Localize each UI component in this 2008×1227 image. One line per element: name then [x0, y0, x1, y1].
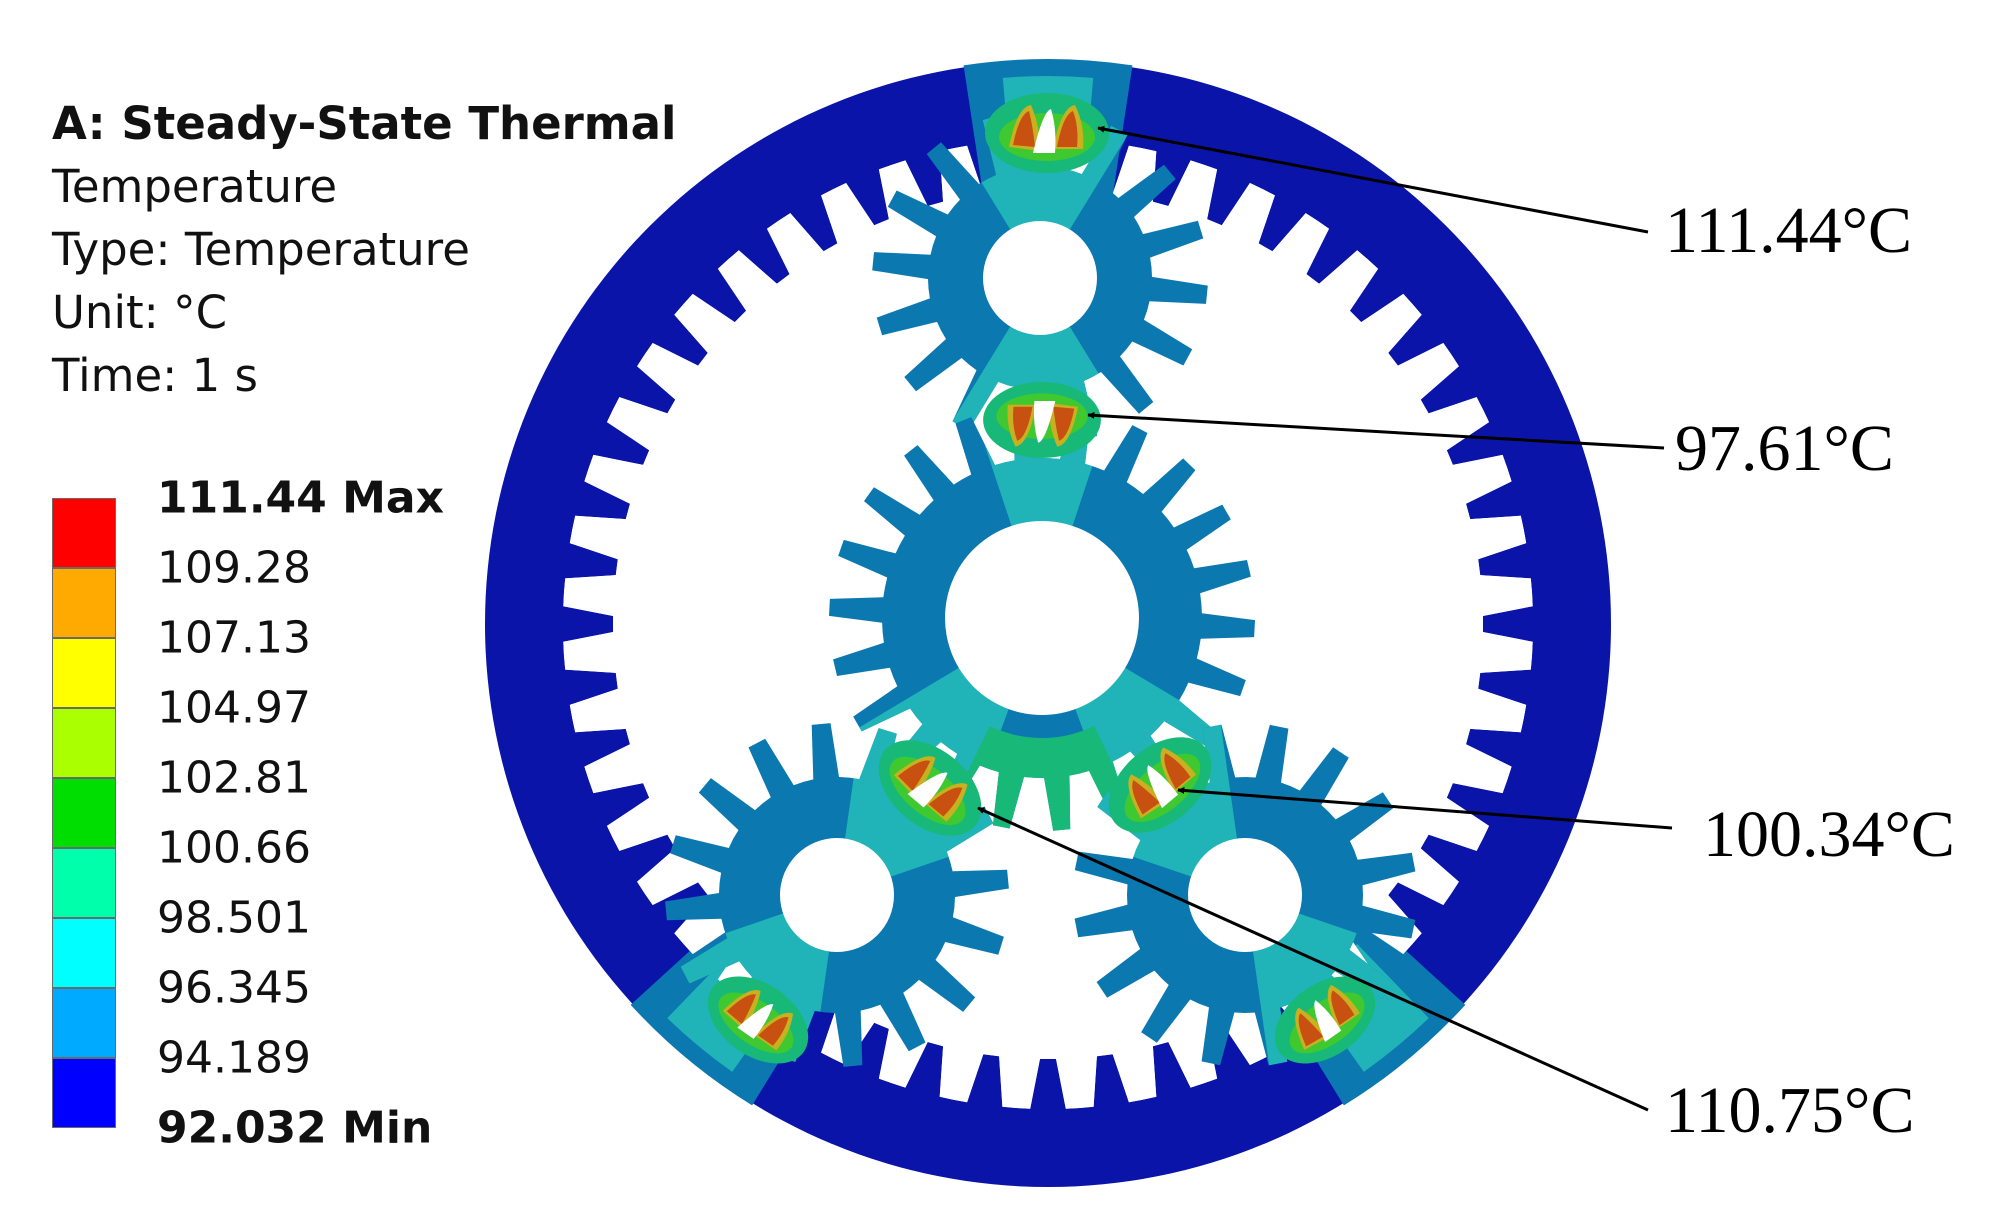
gear-set — [665, 93, 1416, 1067]
legend-swatch — [52, 918, 116, 988]
contact-peak — [1053, 406, 1075, 441]
temperature-callouts: 111.44°C 97.61°C 100.34°C 110.75°C — [977, 125, 1955, 1147]
result-unit: Unit: °C — [52, 286, 227, 339]
callout-leader — [1177, 786, 1673, 830]
contact-gap — [1147, 765, 1179, 809]
callout-label: 110.75°C — [1665, 1074, 1914, 1147]
legend-swatch — [52, 848, 116, 918]
legend-label: 104.97 — [157, 682, 311, 734]
contact-gap — [1314, 1000, 1342, 1042]
legend-label: 98.501 — [157, 892, 311, 944]
contact-peak — [1013, 406, 1033, 441]
result-type: Type: Temperature — [52, 223, 470, 276]
contact-peak — [1132, 779, 1160, 815]
contact-gap — [1033, 401, 1056, 443]
legend-label: 109.28 — [157, 542, 311, 594]
legend-swatch — [52, 778, 116, 848]
legend-swatch — [52, 638, 116, 708]
analysis-title: A: Steady-State Thermal — [52, 97, 677, 150]
legend-label: 92.032 Min — [157, 1102, 433, 1154]
callout-leader — [1087, 411, 1665, 450]
contact-gap — [907, 772, 948, 808]
legend-label: 96.345 — [157, 962, 311, 1014]
callout-label: 111.44°C — [1665, 194, 1912, 267]
result-time: Time: 1 s — [52, 349, 258, 402]
contact-peak — [758, 1017, 789, 1046]
legend-label: 111.44 Max — [157, 472, 444, 524]
contact-hotspot — [1108, 737, 1212, 833]
contact-hotspot — [1274, 976, 1376, 1064]
planet-gear-top-bore — [983, 221, 1097, 335]
legend-swatch — [52, 1058, 116, 1128]
contact-peak — [1298, 1013, 1324, 1047]
sun-gear-bore — [945, 521, 1139, 715]
contact-hotspot — [878, 740, 982, 836]
contact-peak — [726, 994, 757, 1025]
contact-hotspot — [707, 976, 809, 1064]
contact-peak — [1057, 111, 1078, 147]
callout-label: 97.61°C — [1675, 412, 1894, 485]
result-name: Temperature — [52, 160, 338, 213]
contact-gap — [737, 1004, 774, 1039]
legend-label: 94.189 — [157, 1032, 311, 1084]
callout-label: 100.34°C — [1703, 798, 1955, 871]
legend-label: 107.13 — [157, 612, 311, 664]
planet-gear-right-bore — [1188, 838, 1302, 952]
callout-leader — [1097, 125, 1649, 234]
contact-gap — [1033, 109, 1056, 153]
contact-hotspot — [985, 93, 1109, 173]
contact-peak — [1013, 111, 1035, 147]
contact-peak — [897, 760, 931, 791]
contact-hotspot — [983, 382, 1101, 458]
callout-leader — [977, 806, 1649, 1112]
planet-gear-left-bore — [780, 838, 894, 952]
legend-swatch — [52, 568, 116, 638]
legend-swatch — [52, 498, 116, 568]
legend-label: 102.81 — [157, 752, 311, 804]
contact-peak — [1164, 753, 1191, 790]
contact-peak — [928, 787, 963, 817]
legend-swatch — [52, 988, 116, 1058]
result-info: A: Steady-State Thermal Temperature Type… — [52, 92, 676, 407]
legend-swatch — [52, 708, 116, 778]
legend-label: 100.66 — [157, 822, 311, 874]
contact-peak — [1331, 990, 1355, 1026]
